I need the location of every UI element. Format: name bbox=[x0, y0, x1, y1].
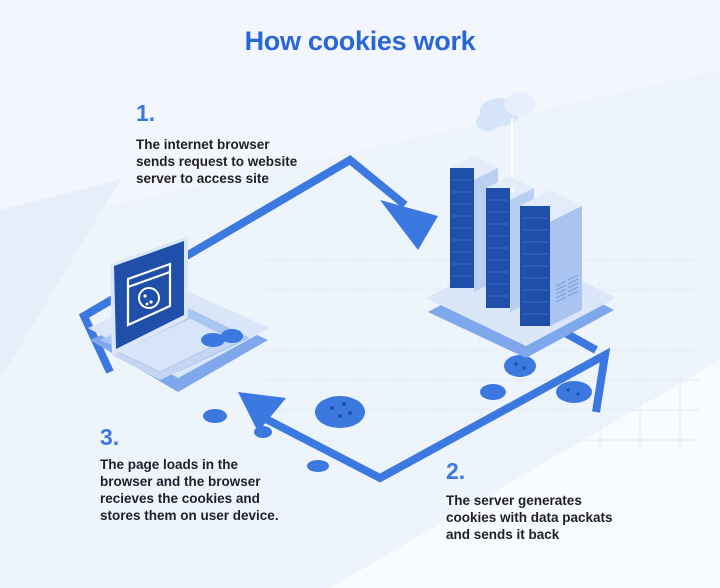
request-arrow-head bbox=[380, 200, 438, 250]
step-3-text-line: browser and the browser bbox=[100, 474, 261, 489]
step-1-text-line: The internet browser bbox=[136, 137, 270, 152]
step-2: 2. The server generates cookies with dat… bbox=[446, 458, 613, 543]
step-1: 1. The internet browser sends request to… bbox=[136, 100, 297, 187]
step-2-number: 2. bbox=[446, 458, 466, 484]
step-2-text-line: The server generates bbox=[446, 493, 582, 508]
step-3-text-line: The page loads in the bbox=[100, 457, 239, 472]
page-title: How cookies work bbox=[244, 26, 476, 56]
laptop-icon bbox=[110, 236, 238, 380]
step-2-text-line: and sends it back bbox=[446, 527, 560, 542]
cookie-glyph bbox=[138, 287, 160, 309]
cookie-icons-laptop bbox=[201, 329, 329, 472]
cookie-icons-path bbox=[315, 355, 592, 428]
response-arrow bbox=[262, 347, 611, 483]
step-3: 3. The page loads in the browser and the… bbox=[100, 424, 279, 524]
step-2-text-line: cookies with data packats bbox=[446, 510, 613, 525]
step-3-text-line: recieves the cookies and bbox=[100, 491, 260, 506]
step-3-text-line: stores them on user device. bbox=[100, 508, 279, 523]
step-1-text-line: sends request to website bbox=[136, 154, 298, 169]
step-1-number: 1. bbox=[136, 100, 156, 126]
response-arrow-head bbox=[238, 392, 286, 432]
step-1-text-line: server to access site bbox=[136, 171, 269, 186]
step-3-number: 3. bbox=[100, 424, 120, 450]
server-rack-icon bbox=[450, 156, 582, 326]
